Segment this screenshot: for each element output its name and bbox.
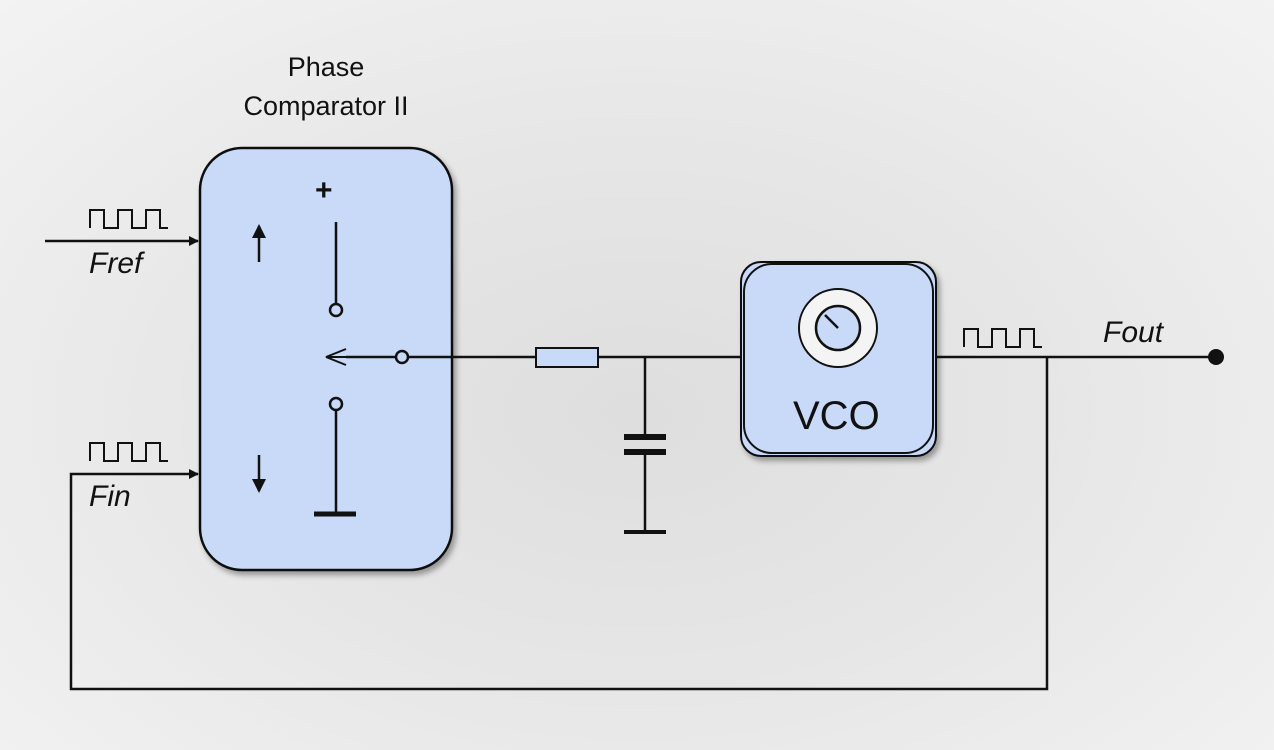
plus-symbol: + (315, 174, 333, 207)
switch-ground-terminal (314, 396, 356, 517)
fin-label: Fin (89, 480, 131, 513)
fout-output (936, 328, 1224, 365)
feedback-loop-line (69, 357, 1049, 691)
dial-knob-icon (798, 288, 878, 368)
switch-pointer-icon (325, 348, 347, 366)
switch-common-terminal (325, 348, 410, 366)
fref-waveform-icon (89, 209, 168, 229)
fref-input (45, 209, 199, 246)
resistor (535, 347, 599, 368)
fin-waveform-icon (89, 442, 168, 462)
vco-block (740, 261, 937, 457)
up-arrow-icon (252, 224, 266, 262)
capacitor (624, 357, 666, 534)
output-terminal-dot (1208, 349, 1224, 365)
fin-input (69, 357, 1049, 691)
comparator-title-line2: Comparator II (243, 91, 409, 121)
fout-waveform-icon (963, 328, 1042, 348)
fout-label: Fout (1103, 316, 1164, 349)
comparator-title-line1: Phase (287, 52, 365, 82)
down-arrow-icon (252, 455, 266, 493)
vco-label: VCO (793, 394, 880, 438)
fref-label: Fref (89, 247, 143, 280)
phase-comparator-block (198, 146, 454, 572)
switch-positive-terminal (328, 222, 344, 318)
